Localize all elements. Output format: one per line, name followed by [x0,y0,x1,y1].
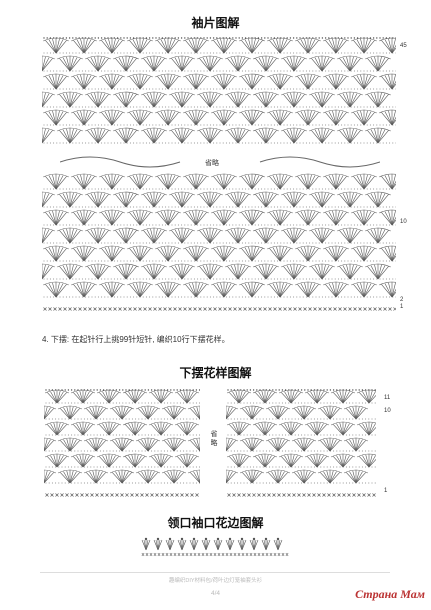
sleeve-chart-lower [42,172,396,312]
collar-edging-title: 领口袖口花边图解 [167,516,264,530]
hem-chart-left [44,388,200,498]
row-label-1: 1 [400,304,404,310]
omit-label-hem: 省略 [210,430,217,448]
row-label-10: 10 [400,219,407,225]
row-label-10b: 10 [384,408,391,414]
row-label-1b: 1 [384,488,388,494]
page-number: 4/4 [210,590,221,597]
row-label-45: 45 [400,43,407,49]
collar-edging-chart [140,536,290,558]
row-label-2: 2 [400,297,404,303]
footer-divider [40,572,390,573]
hem-chart-right [226,388,376,498]
watermark-logo: Страна Мам [355,587,425,601]
row-label-11: 11 [384,395,391,401]
omission-wave-divider [60,150,380,172]
hem-chart-title: 下摆花样图解 [179,366,252,380]
hem-instruction-text: 4. 下摆: 在起针行上挑99针短针, 编织10行下摆花样。 [42,335,230,344]
omit-label-sleeve: 省略 [205,160,219,167]
sleeve-chart-title: 袖片图解 [191,16,240,30]
footer-brand: 趣编织DIY材料包/荷叶边灯笼袖套头衫 [168,578,263,584]
sleeve-chart-upper [42,36,396,148]
